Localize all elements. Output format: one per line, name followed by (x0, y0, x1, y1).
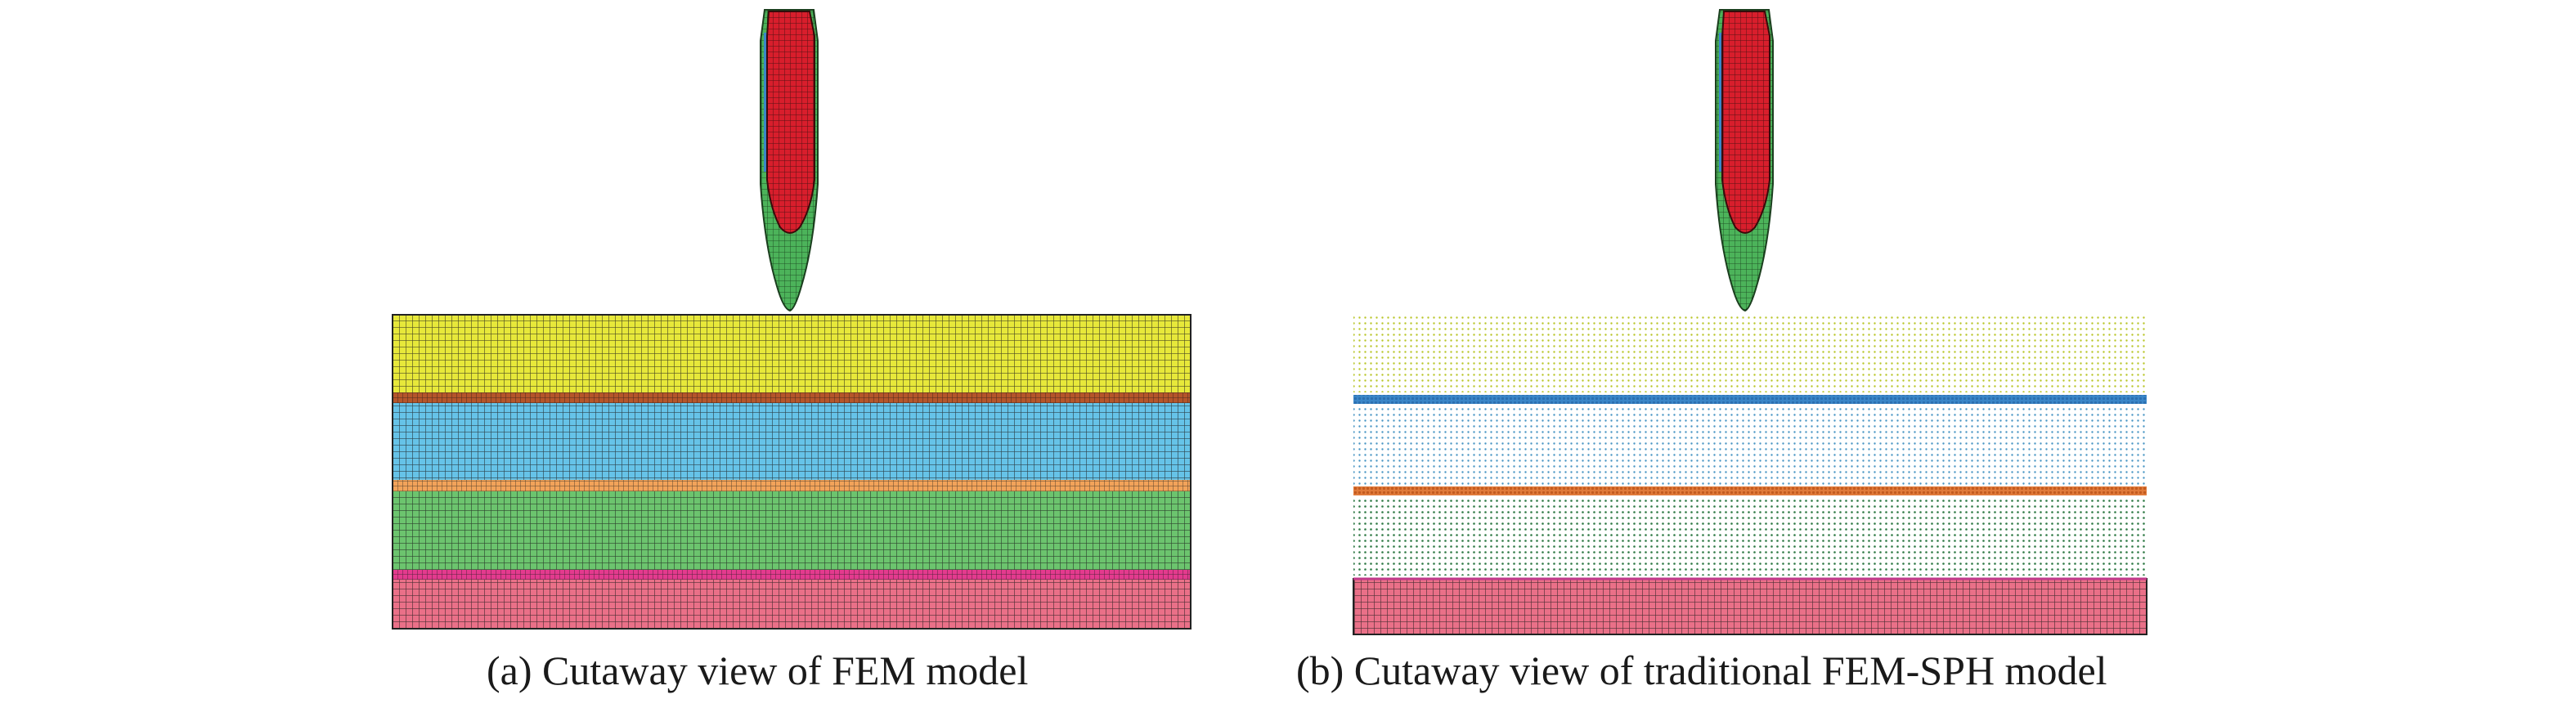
target-b-layer-3 (1353, 406, 2147, 485)
target-b-layer-5 (1353, 497, 2147, 576)
target-b-layer-1 (1353, 315, 2147, 392)
target-b (1353, 315, 2147, 635)
projectile-a (760, 9, 819, 312)
caption-a: (a) Cutaway view of FEM model (487, 648, 1029, 693)
panel-b (1353, 9, 2147, 635)
caption-b: (b) Cutaway view of traditional FEM-SPH … (1296, 648, 2107, 693)
target-a (392, 314, 1192, 630)
projectile-b (1715, 9, 1774, 312)
panel-a (392, 9, 1192, 630)
